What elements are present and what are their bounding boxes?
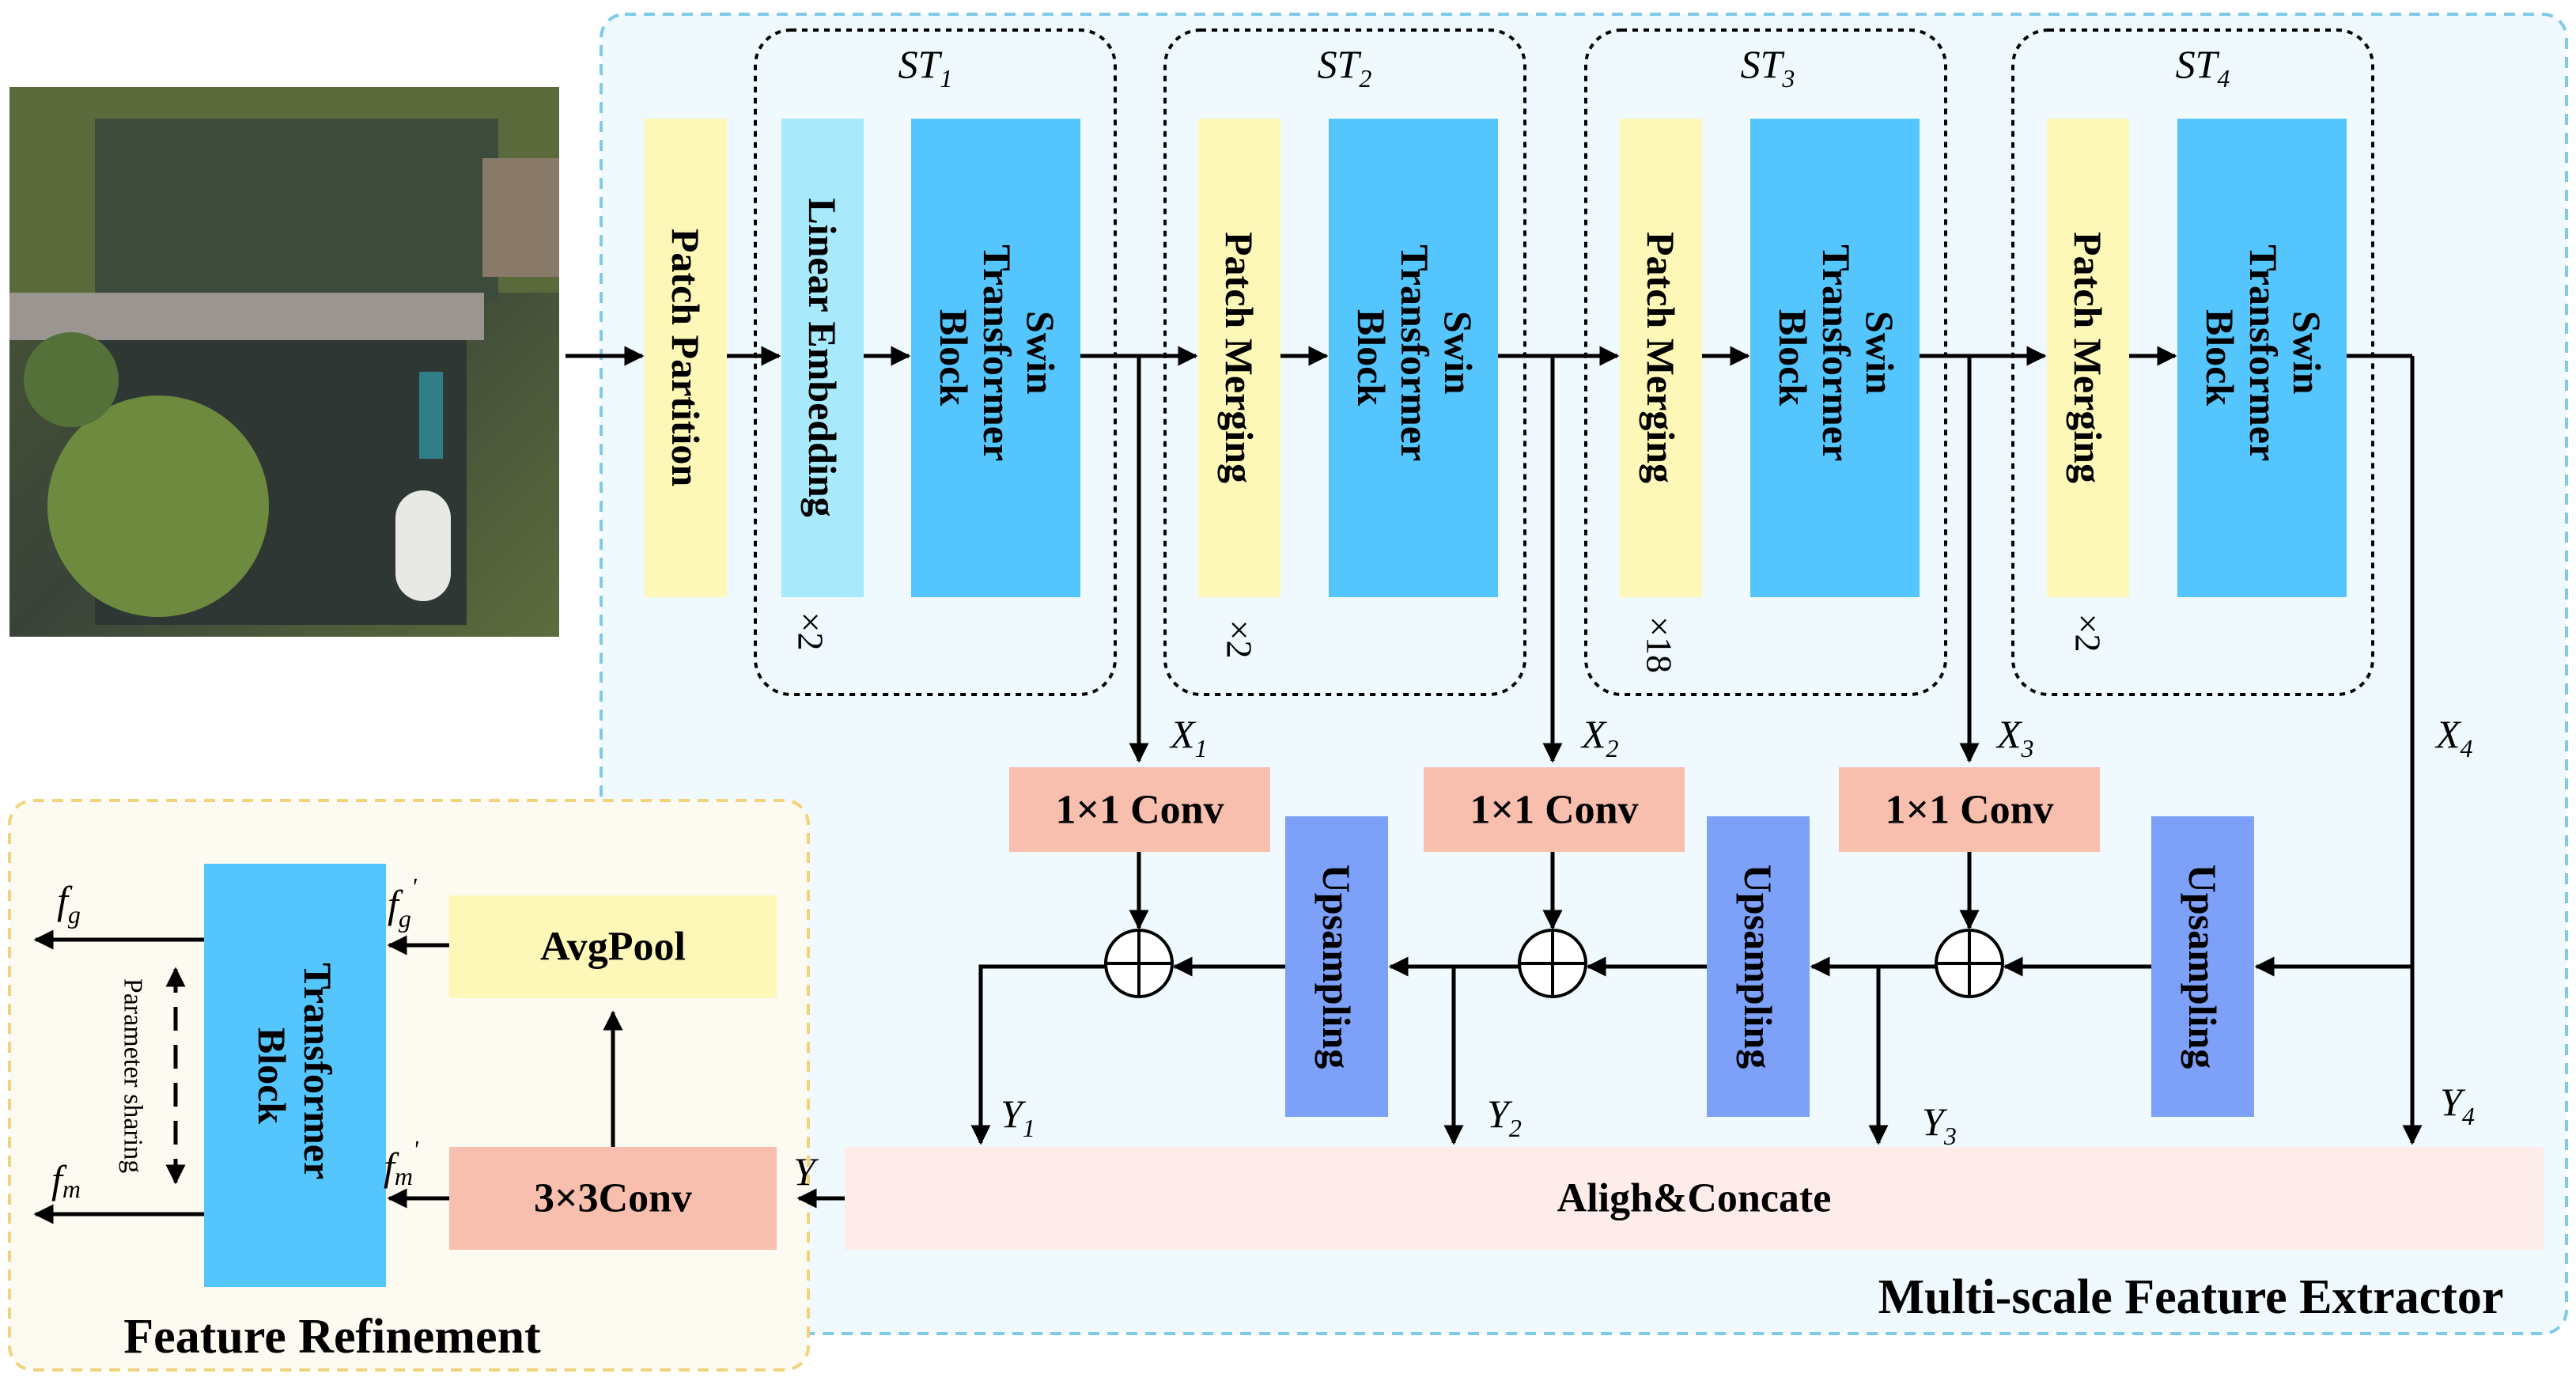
conv3x3-label: 3×3Conv [534,1176,692,1221]
swin-block-3 [1750,119,1920,597]
conv-to-sum-arrows [1129,852,1980,930]
fpn-connections [970,956,2412,1145]
conv1x1-label-1: 1×1 Conv [1055,788,1224,833]
conv1x1-box-2 [1424,767,1685,852]
refine-arrows [33,929,845,1224]
patch-partition-box [645,119,727,597]
stage-3-title: ST3 [1741,42,1795,93]
x3-label: X3 [1995,712,2034,763]
upsampling-box-3 [2151,816,2254,1117]
align-concat-box [845,1147,2544,1250]
patch-merging-label-2: Patch Merging [1217,232,1262,483]
swin-block-2-label: Swin Transformer Block [1349,244,1481,471]
patch-merging-box-3 [1620,119,1702,597]
upsampling-label-1: Upsampling [1314,865,1359,1069]
y-out-label: Y [793,1149,819,1194]
swin-block-4-label: Swin Transformer Block [2198,244,2329,471]
upsampling-label-3: Upsampling [2181,865,2225,1069]
patch-merging-label-3: Patch Merging [1639,232,1683,483]
stage-1-repeat: ×2 [791,612,831,651]
transformer-block-label: Transformer Block [250,963,340,1189]
stage-2-repeat: ×2 [1220,620,1260,659]
sum-node-1 [1104,929,1174,998]
linear-embedding-label: Linear Embedding [800,198,845,517]
patch-merging-label-4: Patch Merging [2066,232,2110,483]
y3-label: Y3 [1922,1099,1957,1150]
x4-label: X4 [2434,712,2473,763]
conv1x1-label-2: 1×1 Conv [1470,788,1638,833]
y2-label: Y2 [1487,1092,1522,1142]
swin-block-4 [2177,119,2347,597]
patch-merging-box-4 [2047,119,2129,597]
conv1x1-label-3: 1×1 Conv [1885,788,2053,833]
swin-block-3-label: Swin Transformer Block [1771,244,1902,471]
stage-3-repeat: ×18 [1640,616,1680,673]
stage-4-title: ST4 [2176,42,2230,93]
y1-label: Y1 [1001,1092,1035,1142]
patch-partition-label: Patch Partition [664,229,708,487]
stage-2-group [1163,28,1526,696]
sum-node-3 [1935,929,2004,998]
upsampling-box-2 [1707,816,1810,1117]
x-tap-lines [1129,356,2423,1145]
stage-1-title: ST1 [898,42,953,93]
conv1x1-box-1 [1009,767,1270,852]
y4-label: Y4 [2440,1080,2475,1130]
swin-block-1 [911,119,1080,597]
input-aerial-image [9,87,559,637]
upsampling-box-1 [1285,816,1388,1117]
upsampling-label-2: Upsampling [1736,865,1780,1069]
param-sharing-label: Parameter sharing [119,978,148,1173]
sum-node-2 [1518,929,1587,998]
swin-block-1-label: Swin Transformer Block [932,244,1063,471]
avgpool-label: AvgPool [540,925,686,970]
avgpool-box [449,895,777,998]
extractor-title: Multi-scale Feature Extractor [1878,1270,2504,1324]
conv3x3-box [449,1147,777,1250]
linear-embedding-box [781,119,864,597]
stage-3-group [1584,28,1947,696]
stage-4-group [2011,28,2374,696]
swin-block-2 [1329,119,1498,597]
conv1x1-box-3 [1839,767,2100,852]
stage-4-repeat: ×2 [2068,614,2109,653]
x2-label: X2 [1580,712,1619,763]
transformer-block-box [204,864,386,1287]
patch-merging-box-2 [1198,119,1280,597]
x1-label: X1 [1169,712,1208,763]
refinement-title: Feature Refinement [123,1310,541,1364]
align-concat-label: Aligh&Concate [1557,1176,1832,1221]
stage-2-title: ST2 [1318,42,1372,93]
stage-1-group [754,28,1117,696]
